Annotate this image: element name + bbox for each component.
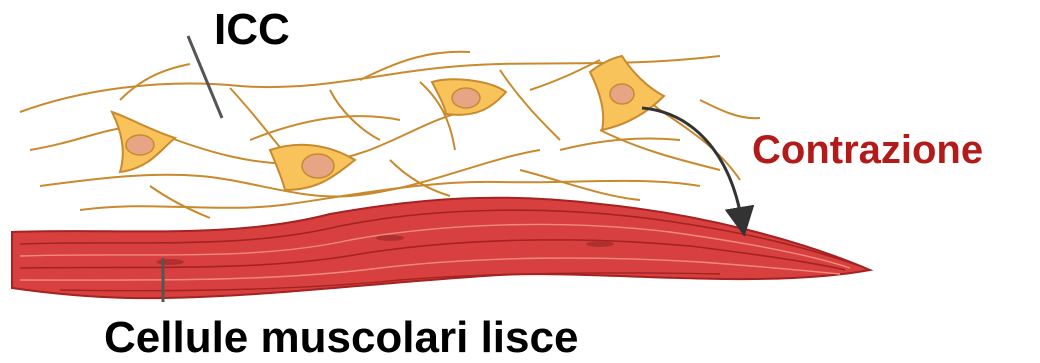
icc-cells — [112, 56, 664, 190]
icc-nucleus — [452, 88, 480, 108]
icc-nucleus — [126, 135, 154, 155]
smooth-muscle-label: Cellule muscolari lisce — [104, 316, 578, 360]
icc-nucleus — [302, 154, 334, 178]
muscle-nucleus — [376, 235, 404, 241]
icc-nucleus — [610, 84, 634, 104]
muscle-nucleus — [586, 241, 614, 247]
contraction-arrow — [642, 108, 742, 222]
icc-label: ICC — [214, 8, 290, 52]
contraction-label: Contrazione — [752, 130, 983, 170]
muscle-nucleus — [156, 259, 184, 265]
